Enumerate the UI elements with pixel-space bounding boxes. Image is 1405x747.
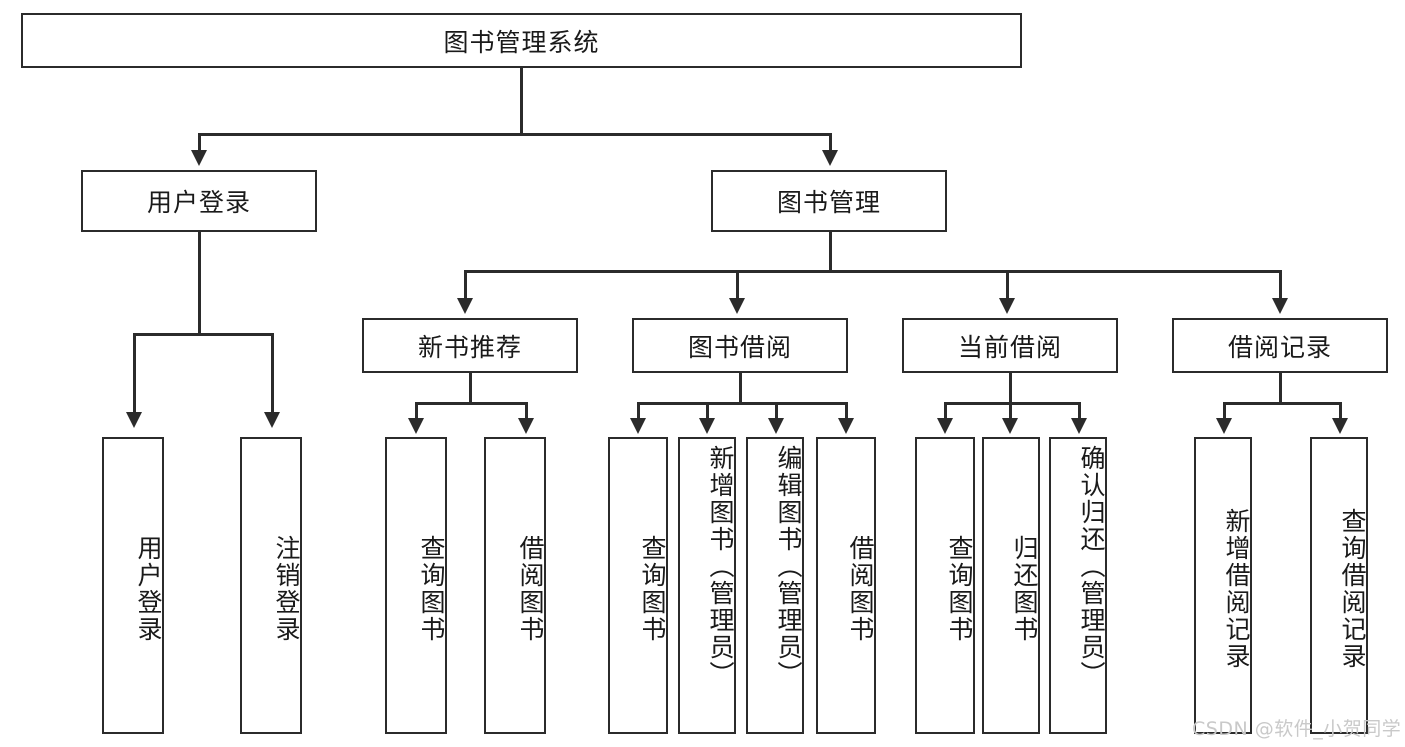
arrow-current-borrow-to-leaf-1 [1002,418,1018,434]
leaf-new-book-borrow-book[interactable]: 借阅图书 [484,437,546,734]
arrow-current-borrow-to-leaf-2 [1071,418,1087,434]
edge-borrow-record-to-leaf-0 [1223,402,1226,420]
edge-user-login-to-leaf-1 [271,333,274,415]
leaf-user-login-user-login[interactable]: 用户登录 [102,437,164,734]
edge-current-borrow-to-leaf-1 [1009,402,1012,420]
arrow-new-book-to-leaf-1 [518,418,534,434]
edge-book-management-bar [464,270,1282,273]
edge-book-borrow-bar [637,402,848,405]
arrow-new-book-to-leaf-0 [408,418,424,434]
leaf-book-borrow-edit-book-admin[interactable]: 编辑图书（管理员） [746,437,804,734]
leaf-book-borrow-add-book-admin[interactable]: 新增图书（管理员） [678,437,736,734]
arrow-book-borrow-to-leaf-2 [768,418,784,434]
arrow-user-login-to-leaf-1 [264,412,280,428]
node-borrow-record[interactable]: 借阅记录 [1172,318,1388,373]
arrow-current-borrow-to-leaf-0 [937,418,953,434]
leaf-borrow-record-add-record[interactable]: 新增借阅记录 [1194,437,1252,734]
edge-new-book-stem [469,373,472,404]
edge-new-book-bar [415,402,527,405]
edge-book-borrow-stem [739,373,742,404]
edge-root-stem [520,68,523,135]
node-new-book-recommend[interactable]: 新书推荐 [362,318,578,373]
arrow-bm-to-borrow-record [1272,298,1288,314]
edge-bm-to-new-book [464,270,467,300]
edge-current-borrow-stem [1009,373,1012,404]
edge-book-borrow-to-leaf-0 [637,402,640,420]
edge-book-borrow-to-leaf-1 [706,402,709,420]
csdn-watermark: CSDN @软件_小贺同学 [1192,718,1402,740]
edge-book-borrow-to-leaf-3 [845,402,848,420]
edge-current-borrow-to-leaf-0 [944,402,947,420]
leaf-new-book-query-book[interactable]: 查询图书 [385,437,447,734]
arrow-borrow-record-to-leaf-1 [1332,418,1348,434]
arrow-book-borrow-to-leaf-3 [838,418,854,434]
leaf-book-borrow-borrow-book[interactable]: 借阅图书 [816,437,876,734]
leaf-current-borrow-query-book[interactable]: 查询图书 [915,437,975,734]
leaf-borrow-record-query-record[interactable]: 查询借阅记录 [1310,437,1368,734]
arrow-bm-to-book-borrow [729,298,745,314]
arrow-bm-to-current-borrow [999,298,1015,314]
edge-root-bar [198,133,832,136]
leaf-current-borrow-confirm-return-admin[interactable]: 确认归还（管理员） [1049,437,1107,734]
node-root-book-management-system[interactable]: 图书管理系统 [21,13,1022,68]
node-current-borrow[interactable]: 当前借阅 [902,318,1118,373]
edge-bm-to-borrow-record [1279,270,1282,300]
edge-borrow-record-to-leaf-1 [1339,402,1342,420]
edge-current-borrow-bar [944,402,1081,405]
arrow-book-borrow-to-leaf-1 [699,418,715,434]
edge-current-borrow-to-leaf-2 [1078,402,1081,420]
edge-root-to-user-login [198,133,201,153]
edge-root-to-book-management [829,133,832,153]
edge-book-management-stem [829,232,832,272]
edge-new-book-to-leaf-0 [415,402,418,420]
arrow-user-login-to-leaf-0 [126,412,142,428]
arrow-borrow-record-to-leaf-0 [1216,418,1232,434]
edge-new-book-to-leaf-1 [525,402,528,420]
leaf-user-login-logout[interactable]: 注销登录 [240,437,302,734]
edge-book-borrow-to-leaf-2 [775,402,778,420]
node-book-borrow[interactable]: 图书借阅 [632,318,848,373]
edge-bm-to-current-borrow [1006,270,1009,300]
edge-bm-to-book-borrow [736,270,739,300]
arrow-book-borrow-to-leaf-0 [630,418,646,434]
arrow-bm-to-new-book [457,298,473,314]
edge-user-login-bar [133,333,273,336]
edge-borrow-record-stem [1279,373,1282,404]
edge-user-login-stem [198,232,201,335]
arrow-root-to-user-login [191,150,207,166]
edge-borrow-record-bar [1223,402,1341,405]
node-book-management[interactable]: 图书管理 [711,170,947,232]
arrow-root-to-book-management [822,150,838,166]
node-user-login[interactable]: 用户登录 [81,170,317,232]
leaf-book-borrow-query-book[interactable]: 查询图书 [608,437,668,734]
leaf-current-borrow-return-book[interactable]: 归还图书 [982,437,1040,734]
edge-user-login-to-leaf-0 [133,333,136,415]
